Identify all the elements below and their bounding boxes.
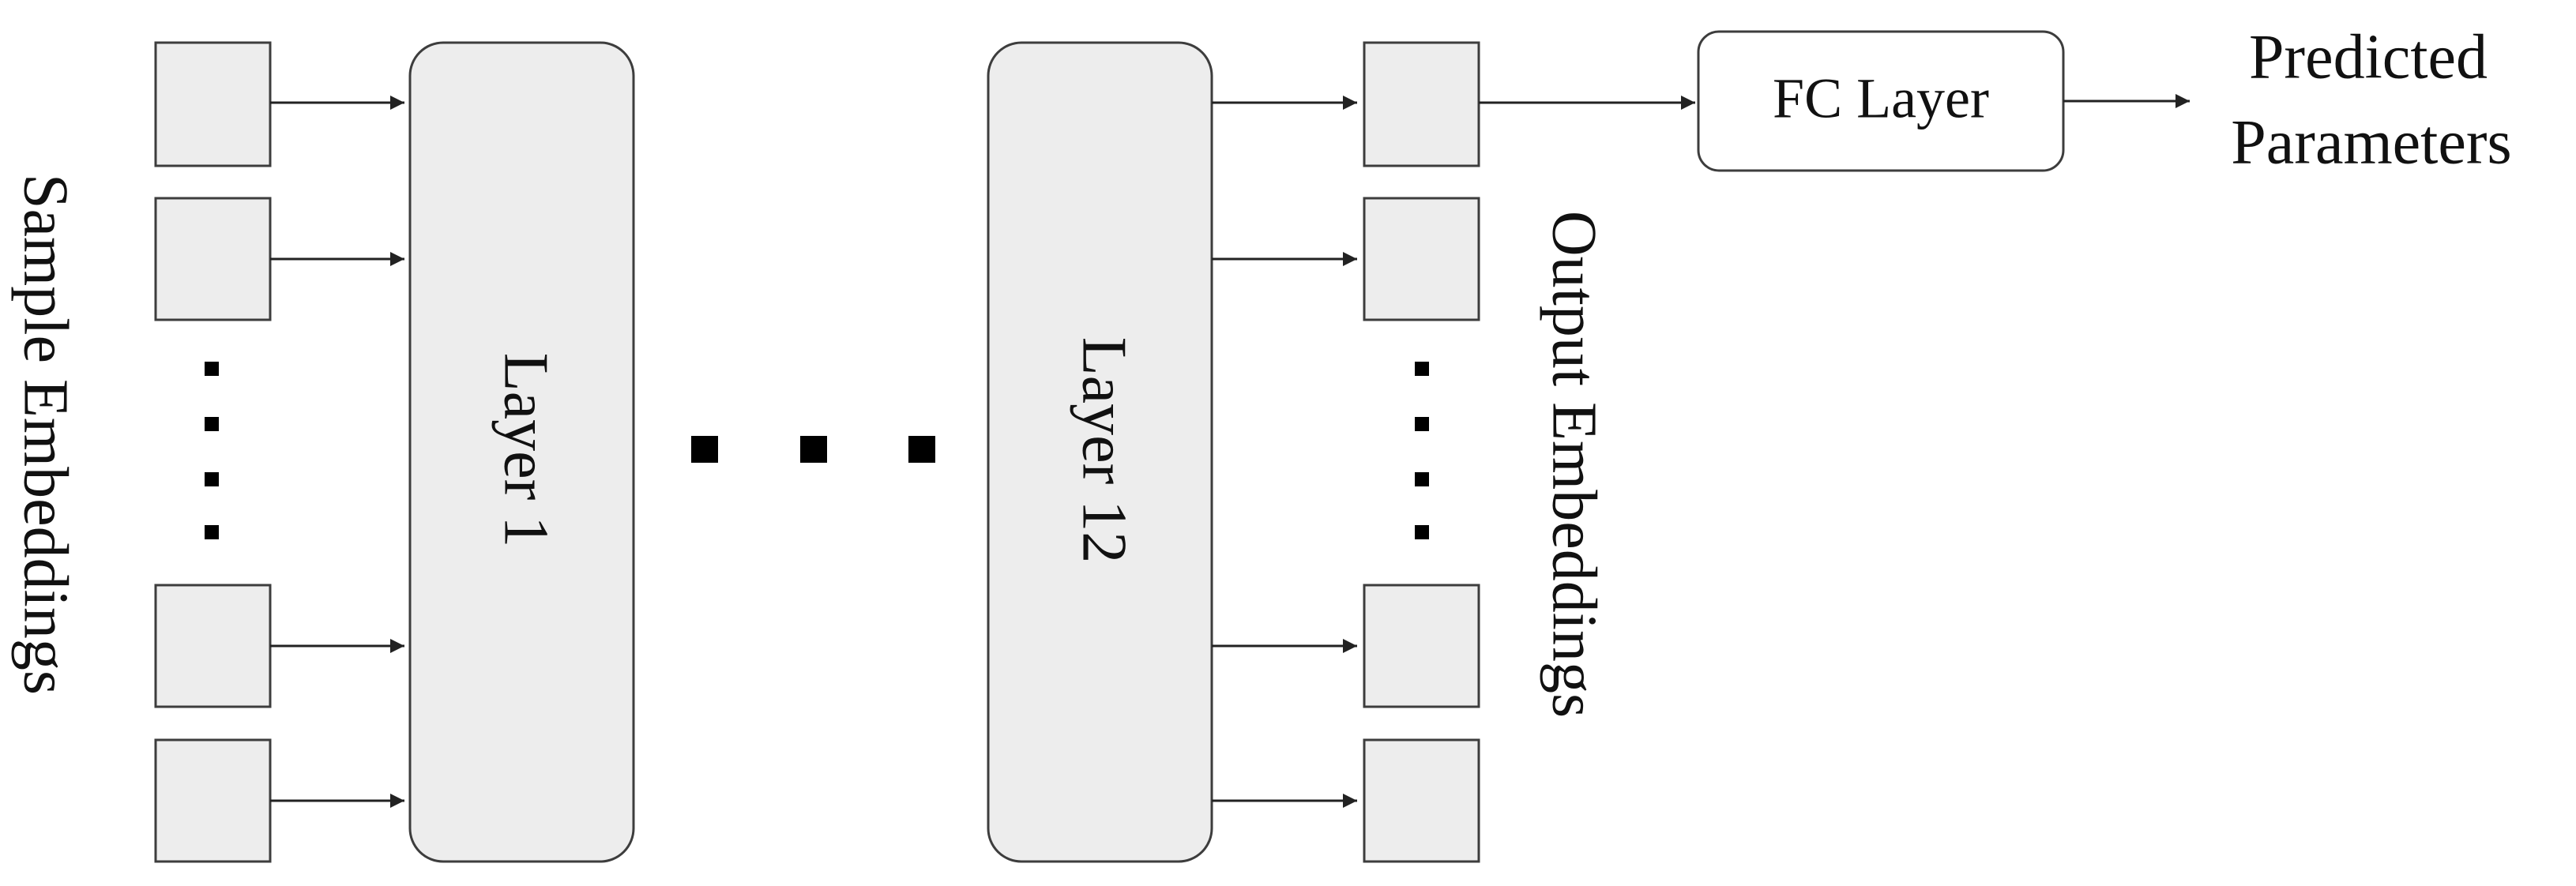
input-ellipsis-dot [205,472,219,486]
output-ellipsis-dot [1415,362,1429,376]
last-layer-block [987,41,1213,863]
predicted-parameters-label-line2: Parameters [2231,107,2511,177]
input-ellipsis-dot [205,417,219,431]
first-layer-label: Layer 1 [491,353,561,548]
input-embedding-box [154,738,272,863]
output-embedding-box [1363,41,1480,167]
output-embedding-box [1363,584,1480,708]
layers-ellipsis-dot [908,436,935,463]
layers-ellipsis-dot [691,436,718,463]
input-embedding-box [154,584,272,708]
output-ellipsis-dot [1415,472,1429,486]
input-embeddings-label: Sample Embeddings [11,174,81,695]
predicted-parameters-label-line1: Predicted [2249,22,2488,92]
input-ellipsis-dot [205,525,219,539]
fc-layer-label: FC Layer [1773,67,1989,130]
layers-ellipsis-dot [800,436,827,463]
first-layer-block [408,41,635,863]
output-embeddings-label: Output Embeddings [1540,211,1609,718]
output-embedding-box [1363,197,1480,321]
input-embedding-box [154,41,272,167]
output-embedding-box [1363,738,1480,863]
input-embedding-box [154,197,272,321]
last-layer-label: Layer 12 [1070,337,1139,564]
output-ellipsis-dot [1415,417,1429,431]
input-ellipsis-dot [205,362,219,376]
output-ellipsis-dot [1415,525,1429,539]
